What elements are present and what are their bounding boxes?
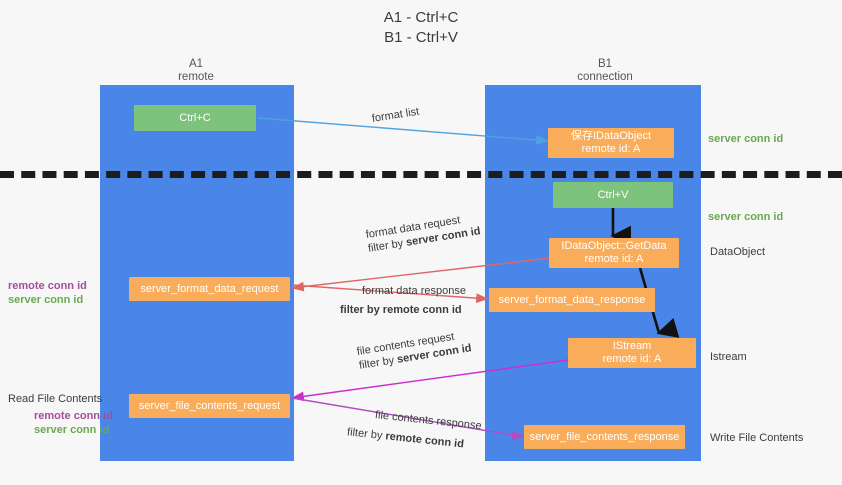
edge-label-format-data-response-line2: filter by remote conn id <box>340 303 466 317</box>
column-a1-role: remote <box>178 71 214 83</box>
node-save-idataobject-line2: remote id: A <box>581 143 641 155</box>
node-server-format-data-response[interactable]: server_format_data_response <box>489 288 655 312</box>
column-header-b1: B1 connection <box>540 58 670 84</box>
right-label-dataobject: DataObject <box>710 246 766 258</box>
node-server-file-contents-response[interactable]: server_file_contents_response <box>524 425 685 449</box>
left-label-server-conn-id-a: server conn id <box>8 294 84 306</box>
filter-prefix: filter by <box>367 237 405 255</box>
node-server-file-contents-request[interactable]: server_file_contents_request <box>129 394 290 418</box>
node-ctrl-v-label: Ctrl+V <box>597 188 629 201</box>
node-server-format-data-response-label: server_format_data_response <box>498 293 646 306</box>
left-label-remote-conn-id-a: remote conn id <box>8 280 87 292</box>
edge-label-format-data-response-line1: format data response <box>362 285 466 297</box>
left-label-group-file: Read File Contents remote conn id server… <box>8 392 113 437</box>
node-getdata-line2: remote id: A <box>584 253 644 265</box>
node-server-file-contents-response-label: server_file_contents_response <box>529 430 680 443</box>
node-ctrl-c[interactable]: Ctrl+C <box>134 105 256 131</box>
title-line-1: A1 - Ctrl+C <box>383 9 459 26</box>
diagram-title: A1 - Ctrl+C B1 - Ctrl+V <box>0 8 842 48</box>
edge-label-file-contents-request: file contents request filter by server c… <box>356 327 473 372</box>
column-b1-name: B1 <box>597 58 613 70</box>
column-b1-role: connection <box>577 71 633 83</box>
edge-label-format-list: format list <box>371 105 421 125</box>
left-label-group-format: remote conn id server conn id <box>8 279 87 307</box>
filter-prefix: filter by <box>346 426 383 442</box>
node-istream-line2: remote id: A <box>602 353 662 365</box>
node-ctrl-c-label: Ctrl+C <box>179 111 211 124</box>
left-label-server-conn-id-b: server conn id <box>34 424 110 436</box>
node-save-idataobject-line1: 保存IDataObject <box>570 130 652 142</box>
node-istream-line1: IStream <box>612 340 652 352</box>
title-line-2: B1 - Ctrl+V <box>384 29 458 46</box>
node-save-idataobject[interactable]: 保存IDataObject remote id: A <box>548 128 674 158</box>
right-label-server-conn-id-mid: server conn id <box>708 211 784 223</box>
node-istream[interactable]: IStream remote id: A <box>568 338 696 368</box>
right-label-server-conn-id-top: server conn id <box>708 133 784 145</box>
edge-label-format-data-response: format data response filter by remote co… <box>340 284 466 317</box>
edge-label-format-data-request: format data request filter by server con… <box>365 210 482 255</box>
node-server-file-contents-request-label: server_file_contents_request <box>138 399 281 412</box>
node-getdata-line1: IDataObject::GetData <box>561 240 667 252</box>
column-a1-name: A1 <box>188 58 204 70</box>
right-label-write-file-contents: Write File Contents <box>710 432 804 444</box>
right-label-istream: Istream <box>710 351 747 363</box>
left-label-read-file-contents: Read File Contents <box>8 393 103 405</box>
node-ctrl-v[interactable]: Ctrl+V <box>553 182 673 208</box>
node-idataobject-getdata[interactable]: IDataObject::GetData remote id: A <box>549 238 679 268</box>
left-label-remote-conn-id-b: remote conn id <box>34 410 113 422</box>
filter-prefix: filter by <box>340 304 380 316</box>
filter-prefix: filter by <box>358 354 396 372</box>
filter-value-remote-conn-id: remote conn id <box>384 430 465 451</box>
filter-value-remote-conn-id: remote conn id <box>382 304 462 316</box>
node-server-format-data-request-label: server_format_data_request <box>140 282 279 295</box>
node-server-format-data-request[interactable]: server_format_data_request <box>129 277 290 301</box>
phase-separator-dashed-line <box>0 171 842 178</box>
edge-label-file-contents-response: file contents response filter by remote … <box>346 408 482 453</box>
column-header-a1: A1 remote <box>136 58 256 84</box>
